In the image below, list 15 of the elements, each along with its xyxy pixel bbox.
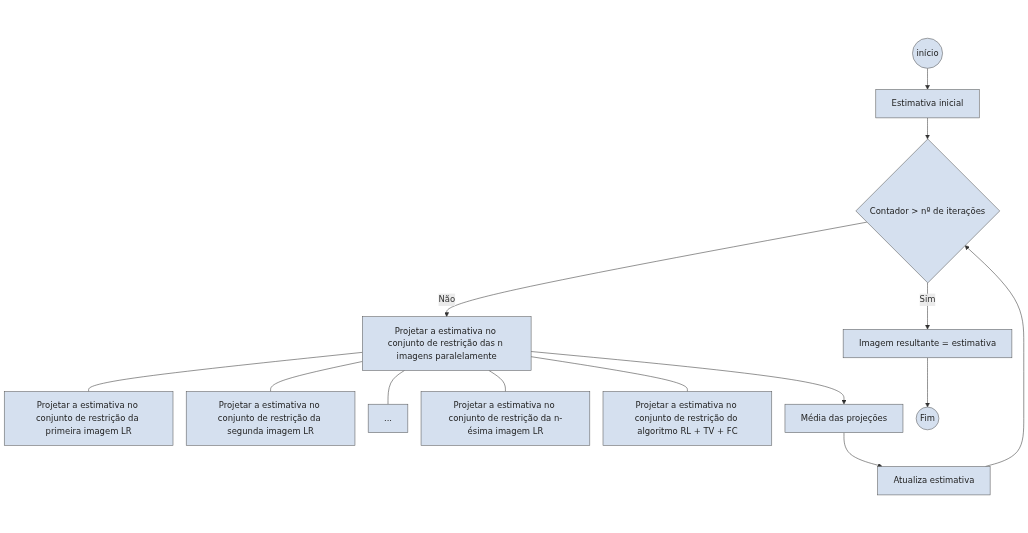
node-box: Projetar a estimativa no conjunto de restrição da n-ésima imagem LR (420, 391, 591, 446)
node-box: Projetar a estimativa no conjunto de restrição das n imagens paralelamente (362, 316, 532, 371)
node-box: ... (367, 403, 409, 433)
node-box: Projetar a estimativa no conjunto de restrição do algoritmo RL + TV + FC (602, 391, 773, 446)
node-circle: Fim (915, 406, 940, 430)
node-box: Média das projeções (784, 403, 904, 433)
node-circle: início (912, 37, 943, 69)
edge-label: Sim (919, 294, 936, 305)
node-box: Atualiza estimativa (877, 466, 991, 496)
node-box: Imagem resultante = estimativa (842, 328, 1013, 358)
node-box: Estimativa inicial (875, 89, 980, 119)
node-box: Projetar a estimativa no conjunto de restrição da primeira imagem LR (3, 391, 174, 446)
node-box: Projetar a estimativa no conjunto de restrição da segunda imagem LR (185, 391, 356, 446)
edge-label: Não (438, 294, 456, 305)
node-diamond: Contador > nº de iterações (855, 138, 1000, 284)
